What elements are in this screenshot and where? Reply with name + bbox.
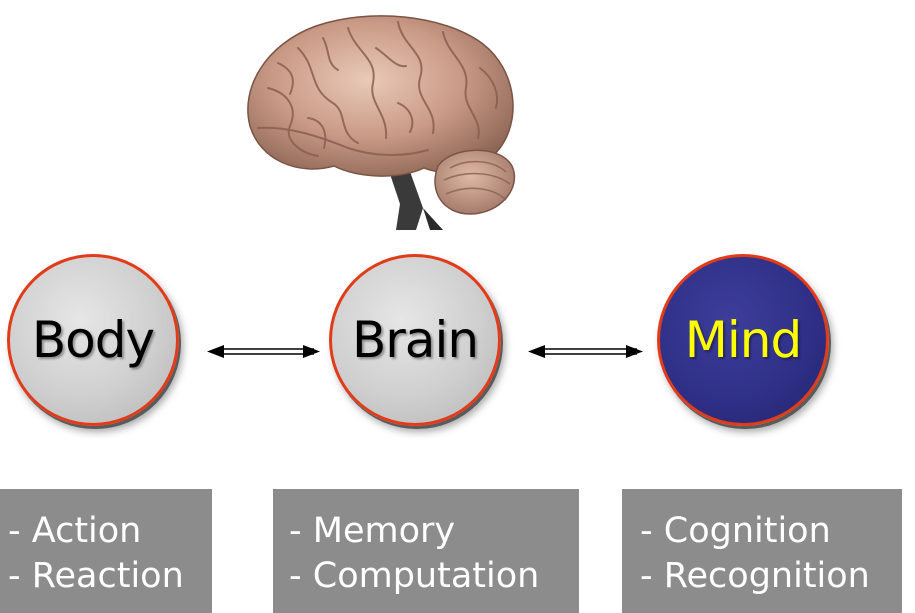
- attribute-line: - Memory: [289, 511, 456, 551]
- node-body: Body: [7, 254, 179, 426]
- attribute-line: - Reaction: [8, 556, 184, 596]
- body-attributes-box: - Action - Reaction: [0, 489, 212, 613]
- attribute-line: - Computation: [289, 556, 540, 596]
- node-brain: Brain: [329, 254, 501, 426]
- brain-image: [247, 15, 516, 230]
- node-brain-label: Brain: [351, 311, 479, 369]
- mind-attributes-box: - Cognition - Recognition: [622, 489, 902, 613]
- attribute-line: - Action: [8, 511, 142, 551]
- double-arrow-icon: [528, 345, 643, 358]
- node-body-label: Body: [31, 311, 155, 369]
- brain-attributes-box: - Memory - Computation: [273, 489, 579, 613]
- node-mind-label: Mind: [684, 311, 802, 369]
- double-arrow-icon: [207, 345, 320, 358]
- attribute-line: - Recognition: [640, 556, 870, 596]
- attribute-line: - Cognition: [640, 511, 831, 551]
- node-mind: Mind: [657, 254, 829, 426]
